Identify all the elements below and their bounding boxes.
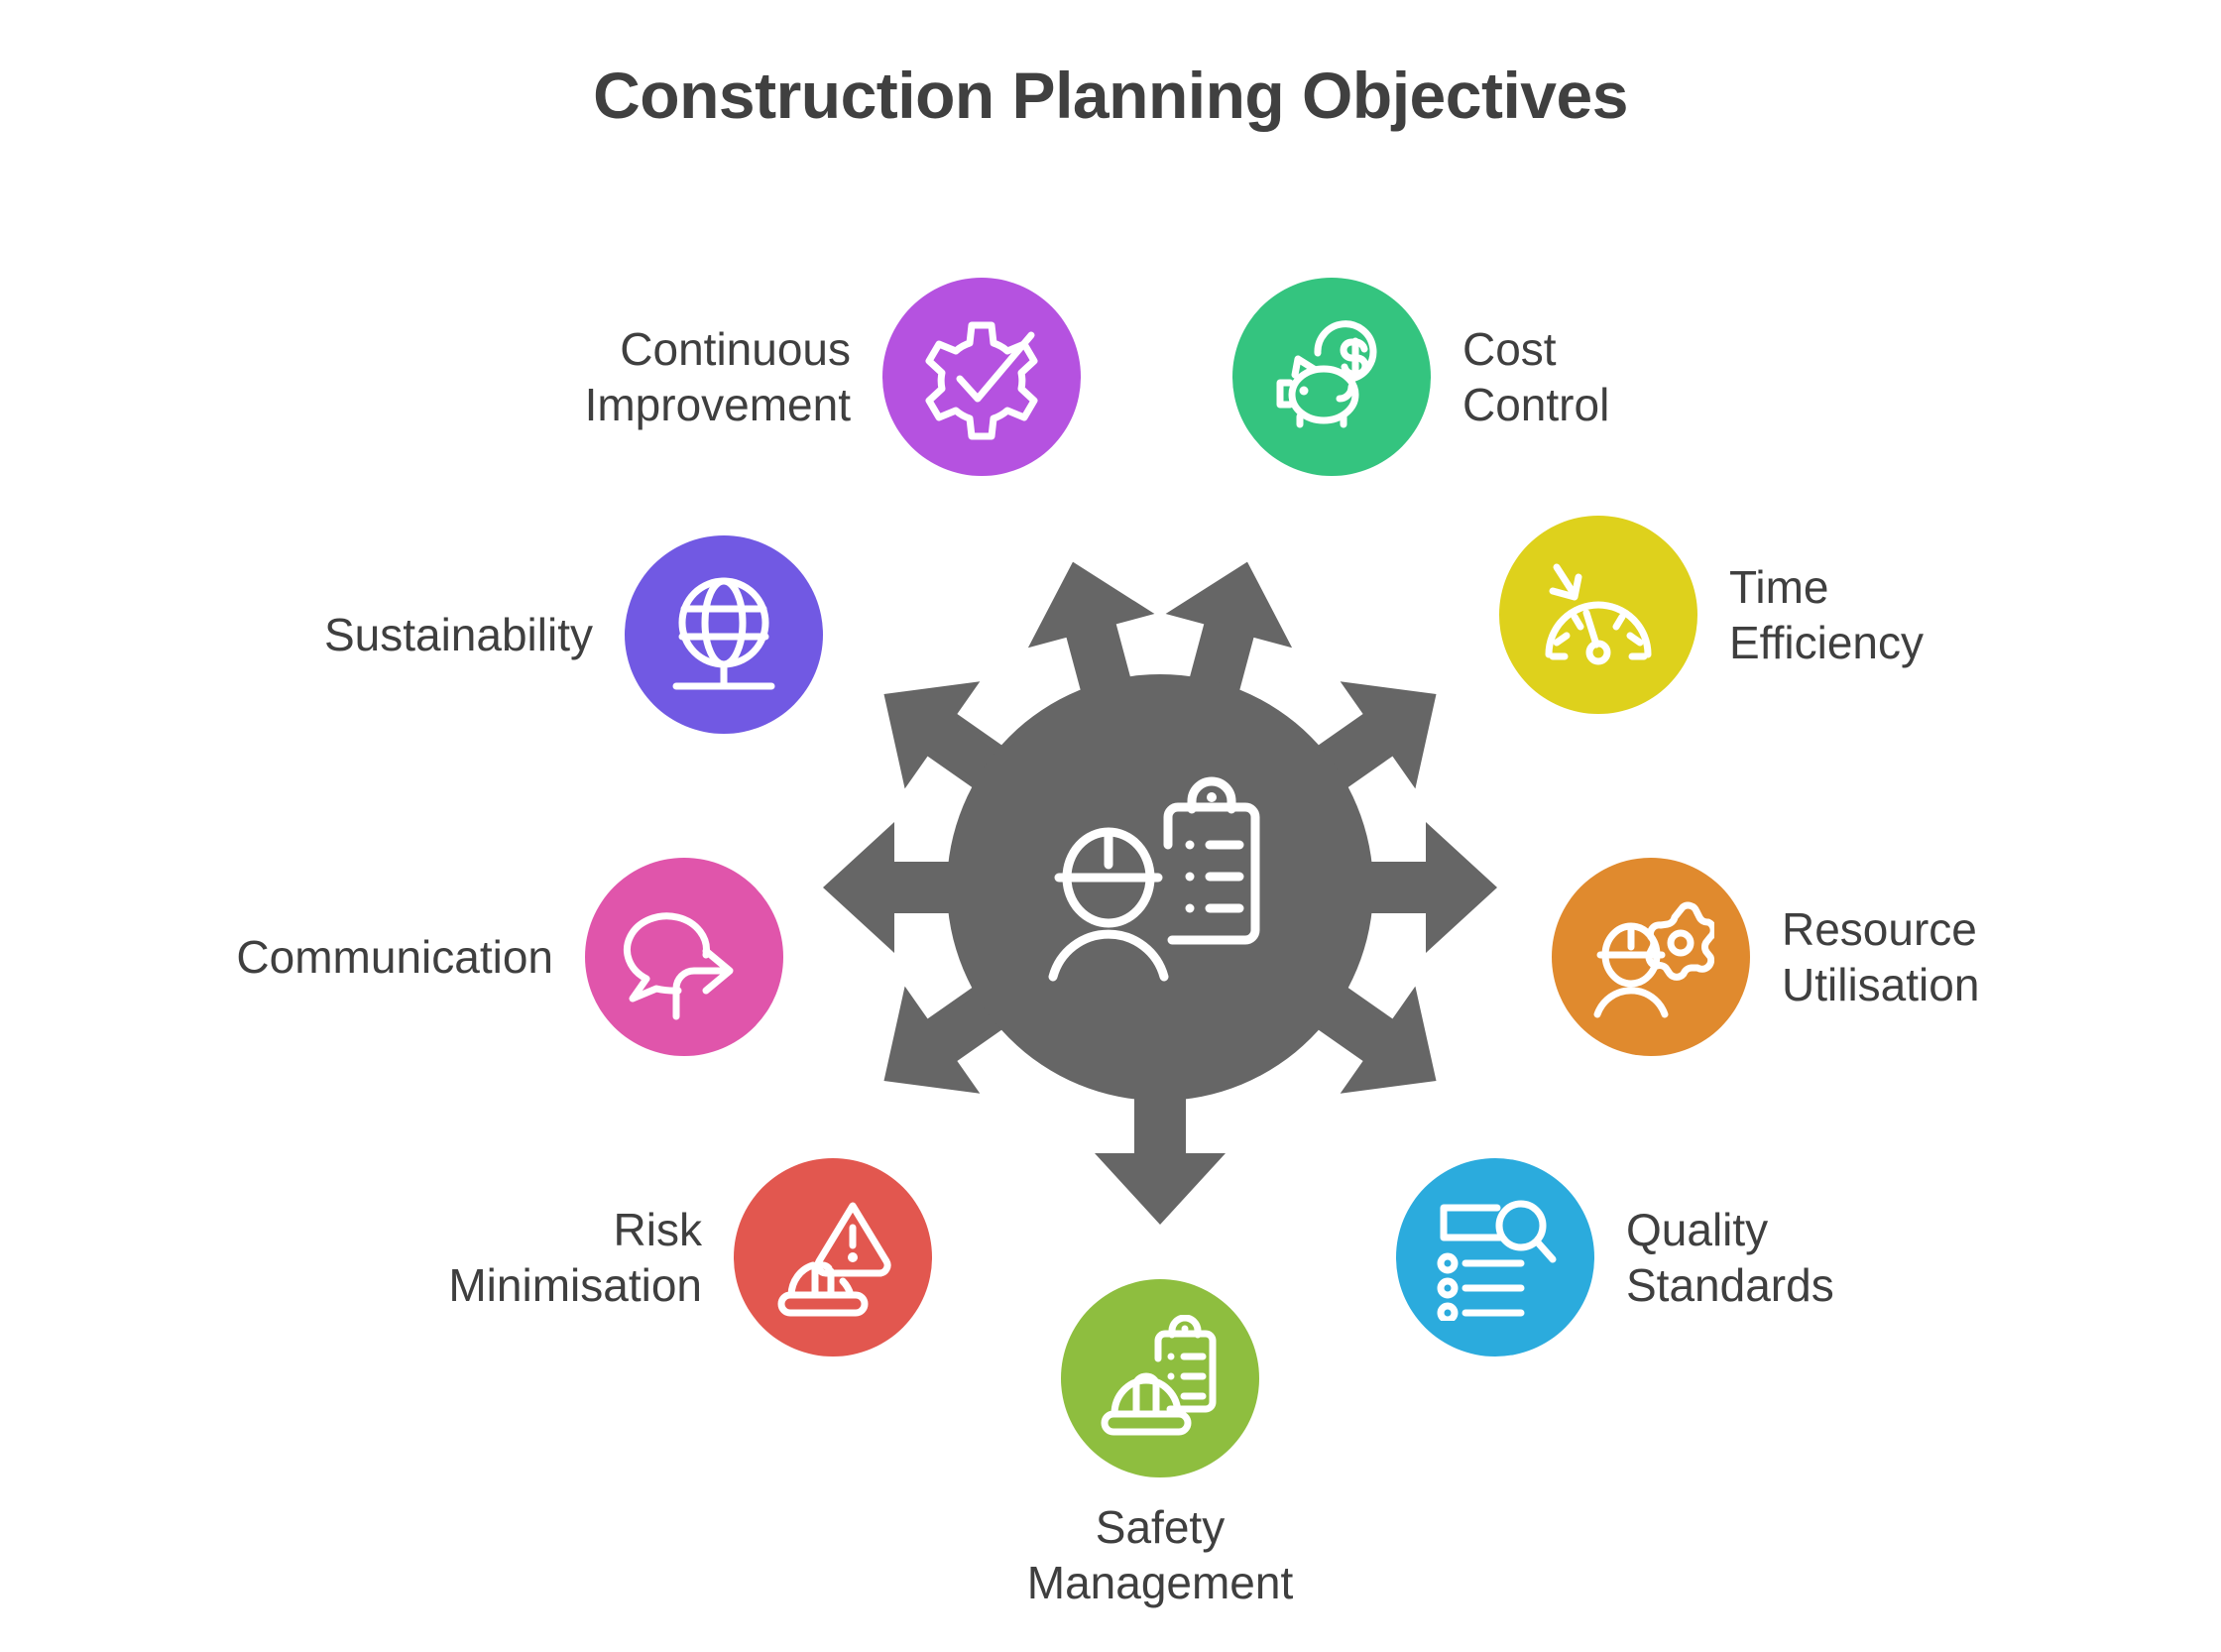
sustainability-circle[interactable] — [625, 535, 823, 734]
speech-bubble-arrow-icon — [623, 912, 734, 1020]
safety-management-circle[interactable] — [1061, 1279, 1259, 1477]
cost-control-label: Cost Control — [1462, 322, 1610, 430]
quality-standards-label: Quality Standards — [1626, 1203, 1834, 1311]
node-communication[interactable]: Communication — [236, 858, 783, 1056]
time-efficiency-label: Time Efficiency — [1729, 560, 1925, 668]
time-efficiency-circle[interactable] — [1499, 516, 1697, 714]
node-resource-utilisation[interactable]: Resource Utilisation — [1552, 858, 1979, 1056]
continuous-improvement-circle[interactable] — [882, 278, 1081, 476]
worker-hardhat-clipboard-icon — [1048, 776, 1260, 982]
node-sustainability[interactable]: Sustainability — [324, 535, 823, 734]
speedometer-arrow-icon — [1545, 563, 1652, 665]
gear-check-icon — [925, 321, 1038, 440]
quality-standards-circle[interactable] — [1396, 1158, 1594, 1357]
central-hub — [823, 561, 1497, 1225]
risk-minimisation-label: Risk Minimisation — [448, 1203, 702, 1311]
worker-gear-icon — [1593, 901, 1714, 1018]
hardhat-clipboard-icon — [1101, 1315, 1217, 1436]
node-cost-control[interactable]: Cost Control — [1232, 278, 1609, 476]
node-risk-minimisation[interactable]: Risk Minimisation — [448, 1158, 932, 1357]
communication-circle[interactable] — [585, 858, 783, 1056]
resource-utilisation-circle[interactable] — [1552, 858, 1750, 1056]
continuous-improvement-label: Continuous Improvement — [584, 322, 851, 430]
node-quality-standards[interactable]: Quality Standards — [1396, 1158, 1834, 1357]
sustainability-label: Sustainability — [323, 608, 593, 660]
resource-utilisation-label: Resource Utilisation — [1782, 902, 1980, 1010]
node-time-efficiency[interactable]: Time Efficiency — [1499, 516, 1924, 714]
node-safety-management[interactable]: Safety Management — [1027, 1279, 1293, 1608]
safety-management-label: Safety Management — [1026, 1501, 1294, 1609]
cost-control-circle[interactable] — [1232, 278, 1431, 476]
globe-stand-icon — [672, 577, 775, 690]
hardhat-warning-icon — [777, 1202, 891, 1317]
hub-and-spoke-diagram: Continuous Improvement Cost Control — [0, 99, 2221, 1652]
piggy-bank-dollar-icon — [1276, 320, 1377, 428]
node-continuous-improvement[interactable]: Continuous Improvement — [585, 278, 1081, 476]
communication-label: Communication — [236, 930, 553, 983]
page-title: Construction Planning Objectives — [593, 59, 1628, 133]
risk-minimisation-circle[interactable] — [734, 1158, 932, 1357]
list-magnifier-icon — [1437, 1200, 1557, 1321]
hub-core-circle — [947, 674, 1373, 1101]
